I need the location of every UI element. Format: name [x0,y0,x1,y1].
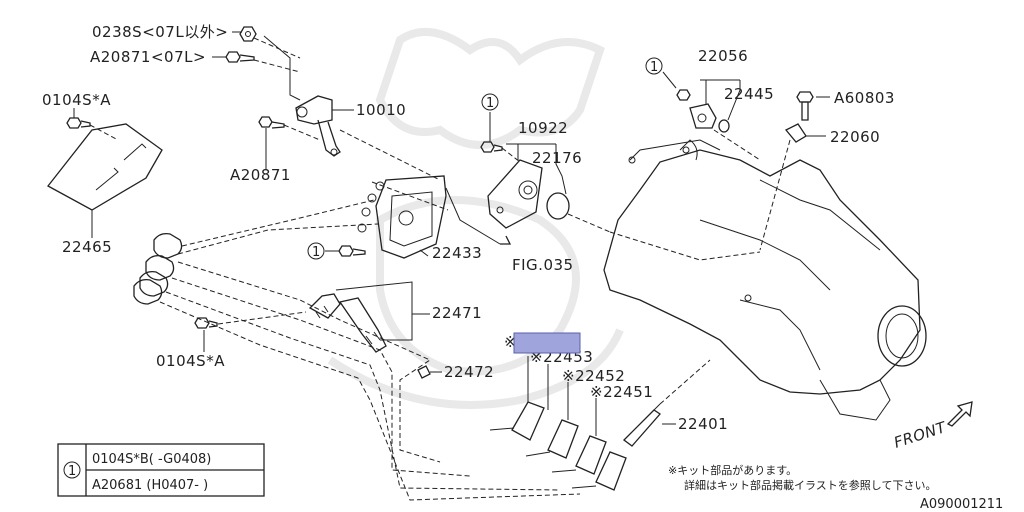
label-0104s-a-top: 0104S*A [42,91,111,109]
kit-note-line-1: ※キット部品があります。 [668,463,797,477]
bolt-circled-1-22056[interactable] [676,89,691,101]
callout-circle-icon: 1 [481,93,499,111]
connector-22472[interactable] [417,365,431,379]
ignition-coil-4[interactable] [571,451,627,491]
ignition-coil-22453[interactable] [489,401,545,441]
o-ring-22445[interactable] [718,119,730,133]
o-ring-22176[interactable] [546,192,570,220]
label-22471: 22471 [432,304,482,322]
bolt-a20871-07l[interactable] [225,51,255,63]
engine-block [603,139,927,421]
legend-circle-icon [63,461,81,479]
bolt-a60803[interactable] [796,91,814,121]
igniter-22471[interactable] [308,293,387,353]
callout-circle-icon: 1 [307,242,325,260]
svg-text:1: 1 [650,60,658,75]
label-22451: ※22451 [590,383,653,401]
label-a60803: A60803 [834,89,895,107]
label-22433: 22433 [432,244,482,262]
bolt-circled-1-cap[interactable] [338,245,366,257]
kit-note-line-2: 詳細はキット部品掲載イラストを参照して下さい。 [684,478,936,492]
fig-arrow-icon [500,235,512,245]
drawing-id: A090001211 [920,497,1003,512]
label-fig035[interactable]: FIG.035 [512,256,574,274]
sensor-22056[interactable] [689,103,717,129]
bolt-a20871[interactable] [258,116,285,129]
bracket-10010[interactable] [295,95,341,157]
label-22060: 22060 [830,128,880,146]
label-0238s: 0238S<07L以外> [92,23,228,41]
label-0104s-a-bottom: 0104S*A [156,352,225,370]
sensor-22060[interactable] [784,123,807,143]
label-a20871-07l: A20871<07L> [90,48,206,66]
label-22056: 22056 [698,47,748,65]
label-22452: ※22452 [562,367,625,385]
label-a20871: A20871 [230,166,291,184]
label-22401: 22401 [678,415,728,433]
label-22445: 22445 [724,85,774,103]
callout-circle-icon: 1 [645,57,663,75]
svg-text:1: 1 [486,96,494,111]
ignition-coil-22452[interactable] [525,419,579,459]
legend-box: 1 0104S*B( -G0408) A20681 (H0407- ) [57,443,265,497]
spark-plug-22401[interactable] [623,403,661,447]
front-arrow-icon [946,401,973,427]
bolt-0104s-a-top[interactable] [66,117,91,129]
legend-mark: 1 [68,464,76,479]
watermark [327,28,624,409]
heat-shield-22465[interactable] [47,123,163,211]
kit-marker: ※ [504,333,517,351]
label-22465: 22465 [62,238,112,256]
nut-0238s[interactable] [239,26,257,42]
label-10922: 10922 [518,119,568,137]
bolt-0104s-a-bottom[interactable] [194,317,218,329]
legend-row-2: A20681 (H0407- ) [92,478,208,493]
label-22472: 22472 [444,363,494,381]
plug-cord-boots[interactable] [133,232,183,305]
front-indicator: FRONT [892,401,973,452]
label-22176: 22176 [532,149,582,167]
legend-row-1: 0104S*B( -G0408) [92,452,211,467]
highlighted-part-number[interactable] [513,332,581,354]
front-label: FRONT [892,418,950,452]
label-10010: 10010 [356,101,406,119]
housing-10922[interactable] [487,159,543,229]
ignition-coil-22451[interactable] [551,435,607,475]
svg-text:1: 1 [312,245,320,260]
